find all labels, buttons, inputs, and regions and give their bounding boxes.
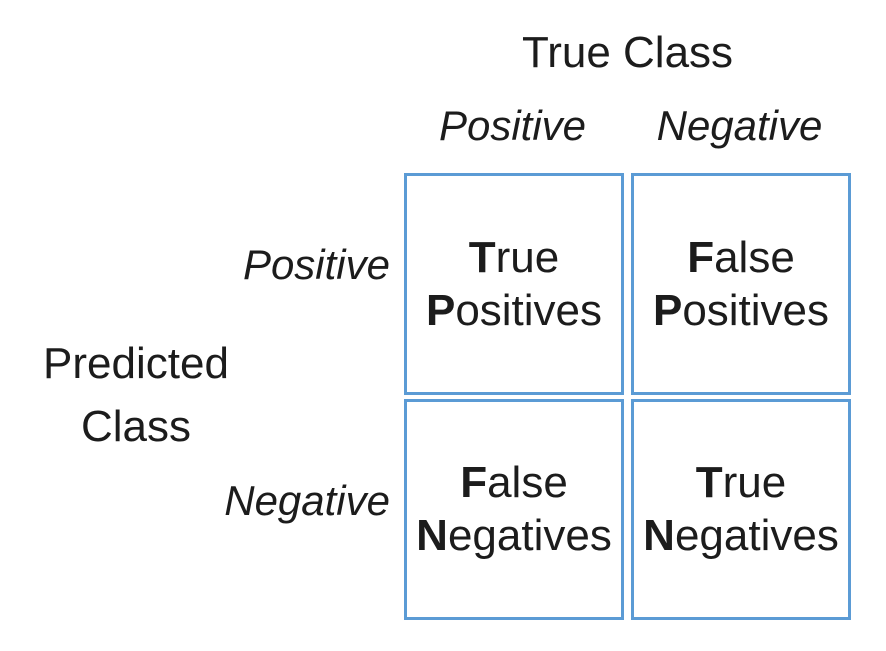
cell-true-positives-line2: Positives [425,285,603,335]
predicted-class-line1: Predicted [43,339,229,388]
true-class-axis-title: True Class [521,28,734,77]
row-label-negative: Negative [224,477,390,524]
cell-false-negatives-line2: Negatives [416,511,612,561]
cell-true-positives: True Positives [404,173,624,395]
cell-false-positives-line1: False [687,232,795,282]
predicted-class-line2: Class [80,402,192,451]
cell-true-positives-line1: True [468,232,560,282]
cell-true-negatives: True Negatives [631,398,851,620]
column-header-positive: Positive [438,102,587,149]
cell-true-negatives-line2: Negatives [643,511,839,561]
cell-false-positives-line2: Positives [652,285,830,335]
predicted-class-axis-title: Predicted Class [0,332,272,458]
cell-false-positives: False Positives [631,173,851,395]
row-label-positive: Positive [242,241,390,288]
cell-false-negatives-line1: False [460,458,568,508]
matrix-grid: True Positives False Positives False Neg… [404,173,851,620]
cell-true-negatives-line1: True [695,458,787,508]
cell-false-negatives: False Negatives [404,398,624,620]
column-header-negative: Negative [656,102,823,149]
